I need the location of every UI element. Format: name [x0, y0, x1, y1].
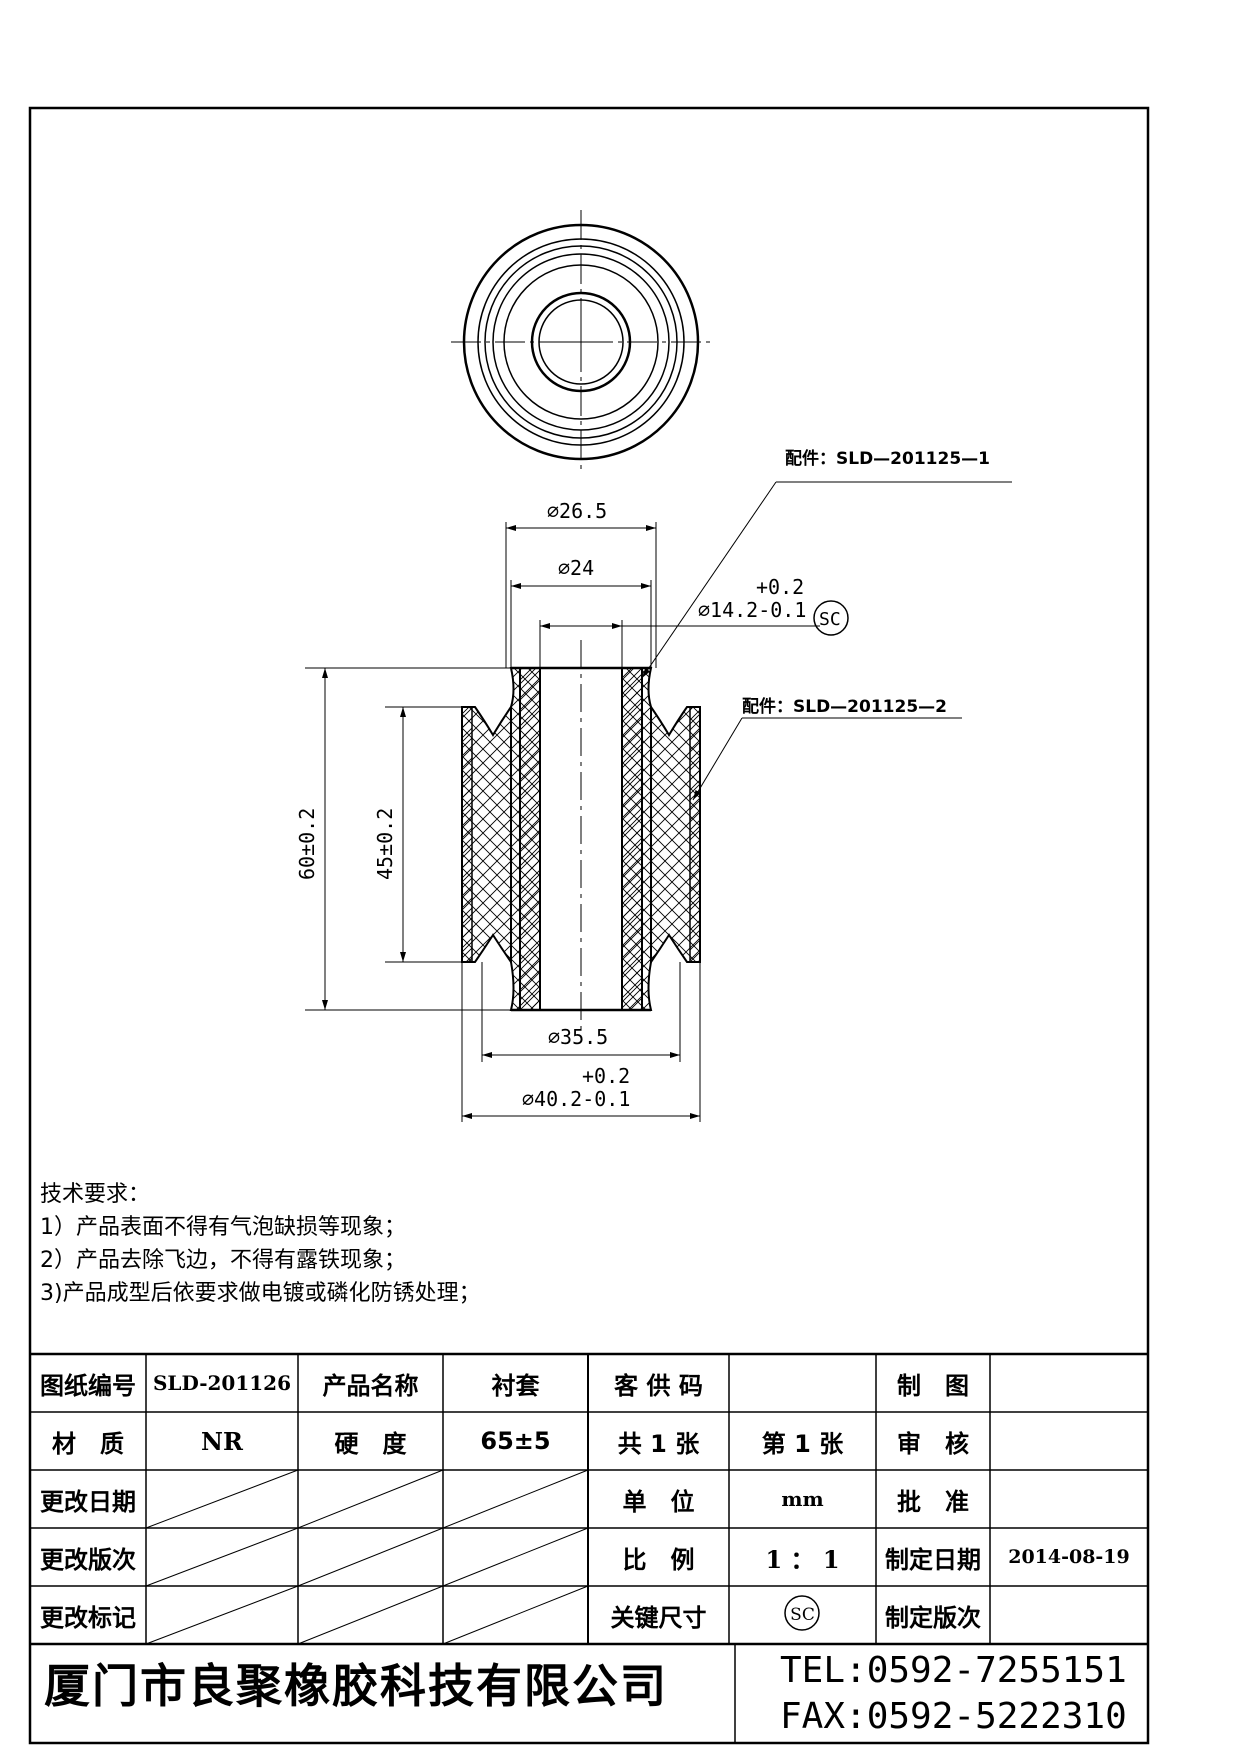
total-sheets: 共 1 张 [617, 1429, 700, 1458]
dim-bore-tol-plus: +0.2 [756, 575, 804, 599]
hardness-label: 硬 度 [334, 1429, 407, 1458]
sheet-number: 第 1 张 [761, 1429, 844, 1458]
callout-part-1: 配件：SLD—201125—1 [785, 448, 990, 469]
section-view [461, 640, 701, 1030]
dim-bottom-mid: ⌀35.5 [548, 1025, 608, 1049]
issue-date: 2014-08-19 [1008, 1546, 1130, 1568]
product-name-label: 产品名称 [322, 1371, 419, 1400]
requirement-item: 3)产品成型后依要求做电镀或磷化防锈处理； [40, 1281, 481, 1306]
customer-code-label: 客 供 码 [614, 1371, 703, 1400]
material: NR [201, 1426, 243, 1456]
change-revision-label: 更改版次 [40, 1545, 136, 1574]
dimension-lines [305, 481, 1012, 1122]
key-dimension-mark: SC [790, 1605, 815, 1625]
review-label: 审 核 [897, 1429, 969, 1458]
drawn-label: 制 图 [897, 1371, 969, 1400]
drawing-no-label: 图纸编号 [40, 1371, 136, 1400]
title-block-grid [30, 1352, 1148, 1743]
issue-revision-value [990, 1586, 1148, 1644]
dim-bottom-outer-tol-plus: +0.2 [582, 1064, 630, 1088]
sc-mark-drawing-text: SC [819, 609, 841, 630]
dim-bottom-outer: ⌀40.2-0.1 [522, 1087, 630, 1111]
inner-tube-right [621, 667, 643, 1011]
drawing-no: SLD-201126 [152, 1371, 292, 1395]
hardness: 65±5 [480, 1427, 551, 1455]
scale-label: 比 例 [622, 1545, 695, 1574]
technical-requirements: 技术要求： 1）产品表面不得有气泡缺损等现象； 2）产品去除飞边，不得有露铁现象… [40, 1178, 481, 1310]
dim-length-inner: 45±0.2 [373, 808, 397, 880]
outer-sleeve-left-wall [461, 706, 473, 963]
requirement-item: 1）产品表面不得有气泡缺损等现象； [40, 1215, 406, 1240]
key-dimension-label: 关键尺寸 [610, 1603, 707, 1632]
unit-label: 单 位 [622, 1487, 695, 1516]
issue-revision-label: 制定版次 [885, 1603, 981, 1632]
dim-length-total: 60±0.2 [295, 808, 319, 880]
product-name: 衬套 [491, 1371, 540, 1400]
unit: mm [781, 1487, 824, 1511]
sc-mark-drawing [813, 600, 849, 636]
drawn-value [990, 1354, 1148, 1412]
change-mark-label: 更改标记 [40, 1603, 136, 1632]
scale: 1 ： 1 [765, 1544, 840, 1574]
drawing-frame [28, 106, 1150, 1745]
material-label: 材 质 [52, 1429, 124, 1458]
approve-label: 批 准 [897, 1487, 969, 1516]
review-value [990, 1412, 1148, 1470]
issue-date-label: 制定日期 [885, 1545, 981, 1574]
requirement-item: 2）产品去除飞边，不得有露铁现象； [40, 1248, 406, 1273]
dim-bore: ⌀14.2-0.1 [698, 598, 806, 622]
outer-sleeve-right-wall [689, 706, 701, 963]
end-view [451, 210, 711, 472]
dim-mid-top: ⌀24 [558, 556, 594, 580]
dim-outer-top: ⌀26.5 [547, 499, 607, 523]
fax: FAX:0592-5222310 [780, 1696, 1127, 1737]
callout-part-2: 配件：SLD—201125—2 [742, 696, 947, 717]
change-date-label: 更改日期 [40, 1487, 136, 1516]
requirements-title: 技术要求： [40, 1182, 151, 1207]
approve-value [990, 1470, 1148, 1528]
company-name: 厦门市良聚橡胶科技有限公司 [44, 1659, 668, 1713]
inner-tube-left [519, 667, 541, 1011]
tel: TEL:0592-7255151 [780, 1650, 1127, 1691]
customer-code [729, 1354, 876, 1412]
